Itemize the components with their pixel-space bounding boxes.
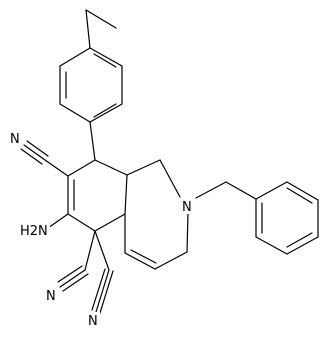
- amine-ring-n-label: N: [182, 200, 192, 215]
- benzyl-group: [195, 181, 319, 255]
- piperidine-ring: [124, 159, 189, 270]
- nitrile-n-bottom-right-label: N: [88, 314, 98, 329]
- aryl-link-bond: [89, 121, 96, 161]
- nitrile-n-bottom-left-label: N: [46, 289, 56, 304]
- cyclohexadiene-ring: [67, 159, 128, 232]
- ethylphenyl-ring: [59, 47, 123, 123]
- nitrile-n-top-label: N: [10, 132, 20, 147]
- ethyl-group: [85, 9, 117, 49]
- nitrile-bottom-right: [91, 230, 114, 314]
- nitrile-top: [20, 140, 69, 177]
- amino-label: H2N: [20, 224, 48, 239]
- nitrile-bottom-left: [57, 230, 96, 292]
- amino-bond: [47, 213, 69, 229]
